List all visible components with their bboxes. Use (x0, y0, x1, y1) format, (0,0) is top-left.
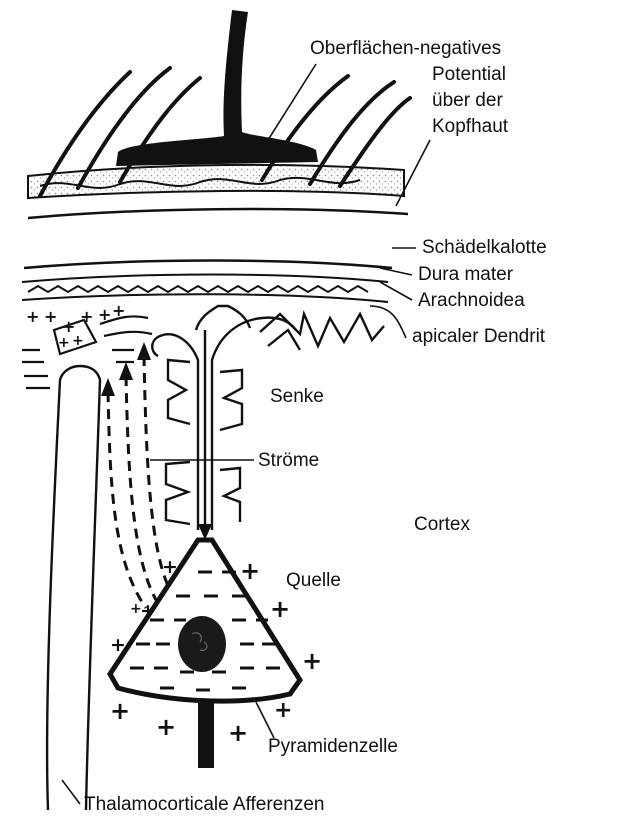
apical-dendrite (152, 306, 384, 530)
label-surface-potential-line3: über der (432, 90, 503, 112)
label-surface-potential-line4: Kopfhaut (432, 116, 508, 138)
plus-sign: + (44, 306, 57, 328)
return-current-arrows (108, 356, 170, 608)
plus-sign: + (274, 700, 292, 722)
label-cortex: Cortex (414, 514, 470, 536)
plus-sign: + (98, 304, 111, 326)
plus-sign: + (302, 650, 322, 672)
cell-nucleus (178, 616, 226, 672)
plus-sign: + (110, 634, 126, 656)
scalp-layer (28, 165, 404, 198)
plus-sign: + (240, 560, 260, 582)
label-dura-mater: Dura mater (418, 264, 513, 286)
skull-layer (24, 209, 408, 268)
plus-sign: + (72, 330, 84, 352)
thalamocortical-fiber (47, 366, 100, 810)
plus-sign: + (130, 598, 142, 620)
label-pyramidal-cell: Pyramidenzelle (268, 736, 398, 758)
meninges-layer (22, 275, 388, 303)
label-apical-dendrite: apicaler Dendrit (412, 326, 545, 348)
label-thalamocortical-afferents: Thalamocorticale Afferenzen (84, 794, 324, 816)
plus-sign: + (80, 306, 93, 328)
dendrite-current-arrow (198, 330, 212, 540)
plus-sign: + (228, 722, 248, 744)
label-sink: Senke (270, 386, 324, 408)
label-skull: Schädelkalotte (422, 237, 547, 259)
plus-sign: + (140, 600, 156, 622)
label-source: Quelle (286, 570, 341, 592)
label-surface-potential-line1: Oberflächen-negatives (310, 38, 501, 60)
plus-sign: + (270, 598, 290, 620)
plus-sign: + (162, 556, 178, 578)
label-surface-potential-line2: Potential (432, 64, 506, 86)
plus-sign: + (110, 700, 130, 722)
plus-sign: + (156, 716, 176, 738)
label-arachnoid: Arachnoidea (418, 290, 525, 312)
plus-sign: + (112, 300, 125, 322)
plus-sign: + (58, 332, 70, 354)
label-currents: Ströme (258, 450, 319, 472)
plus-sign: + (26, 306, 39, 328)
